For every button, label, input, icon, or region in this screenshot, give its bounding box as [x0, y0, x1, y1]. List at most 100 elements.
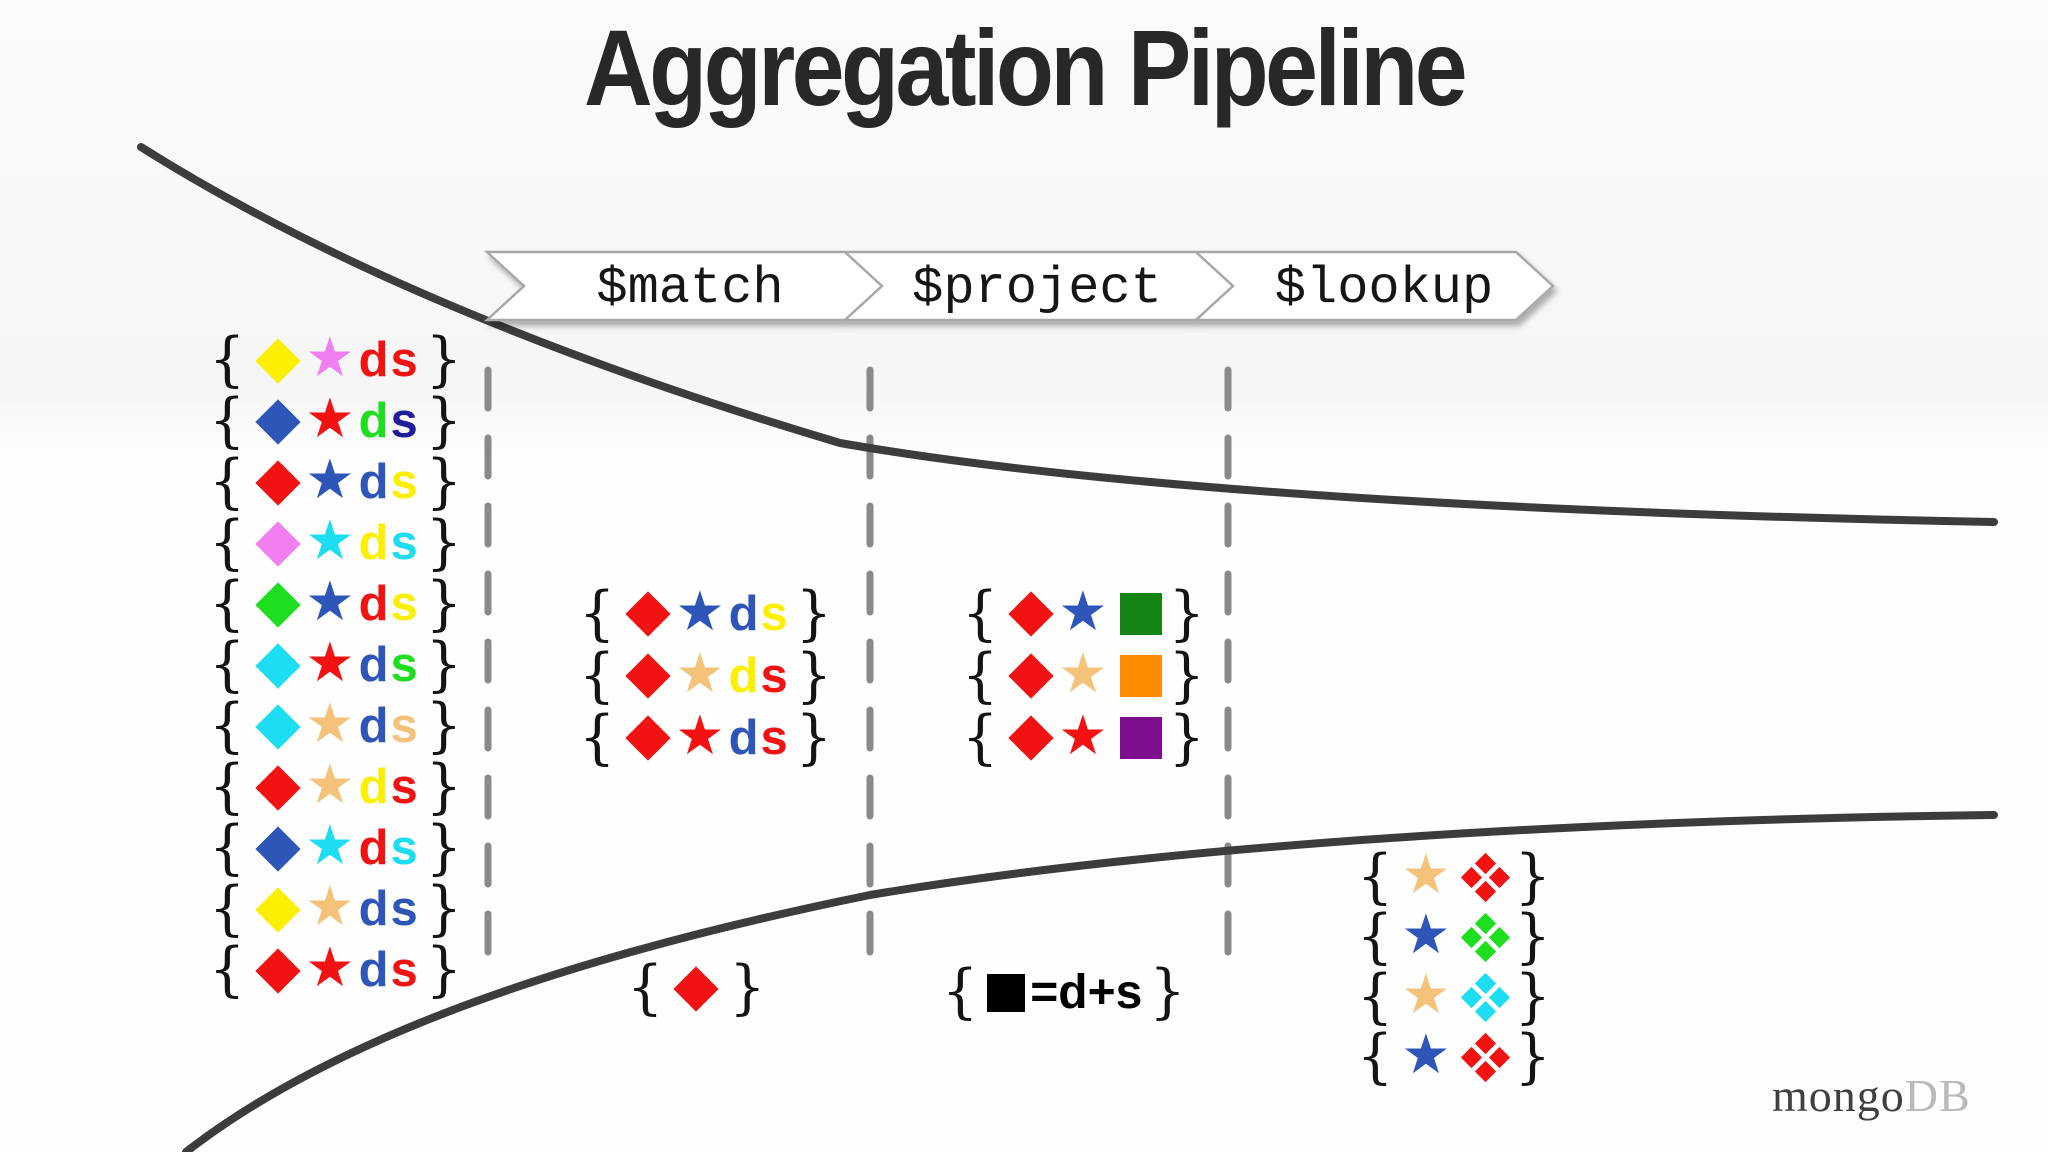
cluster-diamond: [1474, 880, 1497, 902]
diamond-icon: [255, 947, 301, 994]
field-letter-s: s: [390, 821, 418, 875]
logo-mongo-text: mongo: [1772, 1070, 1905, 1121]
stage-chevron-lookup: [1192, 250, 1555, 322]
cluster-diamond: [1474, 1000, 1497, 1022]
logo-db-text: DB: [1904, 1070, 1971, 1121]
brace-close: }: [1168, 579, 1205, 648]
filter-diamond-icon: [673, 965, 719, 1012]
diamond-icon: [1008, 653, 1054, 699]
star-icon: ★: [305, 447, 355, 511]
brace-open: {: [1357, 842, 1394, 911]
field-letter-d: d: [358, 577, 389, 631]
brace-open: {: [209, 630, 246, 700]
cluster-diamond: [1474, 940, 1497, 962]
brace-close: }: [425, 752, 463, 822]
project-result-documents: {★}{★}{★}: [955, 583, 1212, 769]
brace-open: {: [209, 447, 246, 517]
field-letter-d: d: [358, 394, 389, 448]
diamond-cluster-icon: [1460, 852, 1511, 902]
title-wrap: Aggregation Pipeline: [0, 14, 2048, 122]
stage-label-match: $match: [596, 259, 784, 318]
star-icon: ★: [305, 935, 355, 999]
projection-square-icon: [987, 973, 1026, 1012]
cluster-diamond: [1474, 852, 1497, 874]
brace-open: {: [579, 703, 616, 772]
stage-label-project: $project: [912, 259, 1162, 318]
lookup-result-documents: {★}{★}{★}{★}: [1350, 842, 1558, 1087]
brace-open: {: [962, 641, 999, 710]
brace-close: }: [1149, 957, 1186, 1027]
brace-open: {: [579, 641, 616, 710]
field-letter-d: d: [728, 710, 759, 765]
star-icon: ★: [675, 640, 725, 705]
star-icon: ★: [1401, 1021, 1451, 1086]
field-letter-d: d: [358, 638, 389, 692]
diamond-icon: [255, 398, 301, 445]
brace-open: {: [209, 935, 246, 1005]
field-letter-d: d: [358, 943, 389, 997]
diamond-cluster-icon: [1460, 912, 1511, 962]
brace-close: }: [1514, 842, 1551, 911]
square-icon: [1119, 593, 1162, 635]
brace-close: }: [425, 386, 463, 456]
diamond-icon: [255, 764, 301, 811]
star-icon: ★: [1058, 640, 1108, 705]
cluster-diamond: [1474, 912, 1497, 934]
brace-close: }: [425, 691, 463, 761]
brace-open: {: [1357, 902, 1394, 971]
star-icon: ★: [1401, 961, 1451, 1026]
brace-close: }: [795, 703, 833, 772]
match-filter-annotation: { }: [620, 958, 773, 1019]
brace-close: }: [729, 953, 766, 1023]
field-letter-s: s: [390, 699, 418, 753]
star-icon: ★: [1058, 578, 1108, 643]
diamond-icon: [255, 642, 301, 689]
cluster-diamond: [1460, 866, 1483, 888]
brace-open: {: [942, 957, 979, 1027]
square-icon: [1119, 655, 1162, 697]
field-letter-s: s: [760, 586, 788, 641]
field-letter-d: d: [358, 821, 389, 875]
page-title: Aggregation Pipeline: [583, 7, 1468, 128]
field-letter-d: d: [728, 586, 759, 641]
brace-open: {: [962, 579, 999, 648]
star-icon: ★: [1401, 901, 1451, 966]
document-row: {★}: [1350, 961, 1558, 1031]
brace-open: {: [209, 569, 246, 639]
field-letter-s: s: [390, 882, 418, 936]
field-letter-s: s: [390, 760, 418, 814]
brace-close: }: [425, 325, 463, 395]
diamond-icon: [255, 459, 301, 506]
brace-close: }: [425, 447, 463, 517]
diamond-icon: [255, 337, 301, 384]
brace-open: {: [579, 579, 616, 648]
star-icon: ★: [305, 325, 355, 389]
diamond-icon: [255, 581, 301, 628]
diamond-icon: [625, 715, 671, 761]
brace-open: {: [1357, 962, 1394, 1031]
document-row: {★}: [1350, 842, 1558, 911]
field-letter-d: d: [728, 648, 759, 703]
brace-close: }: [425, 935, 463, 1005]
funnel-top-curve: [137, 143, 1998, 526]
document-row: {★}: [1350, 1021, 1558, 1087]
field-letter-s: s: [390, 455, 418, 509]
cluster-diamond: [1474, 972, 1497, 994]
star-icon: ★: [305, 630, 355, 694]
diamond-icon: [255, 520, 301, 567]
brace-open: {: [209, 874, 246, 944]
diamond-icon: [625, 653, 671, 699]
brace-close: }: [425, 508, 463, 578]
star-icon: ★: [675, 702, 725, 767]
star-icon: ★: [305, 813, 355, 877]
